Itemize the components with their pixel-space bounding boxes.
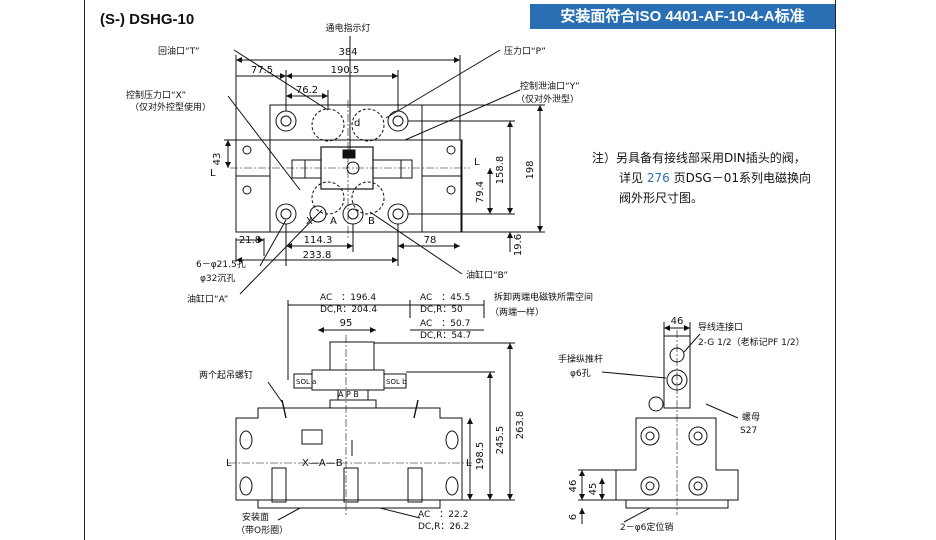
removal-space-note: （两端一样） (490, 306, 544, 318)
dowel-pins-label: 2－φ6定位销 (620, 521, 673, 533)
l-left-label: L (210, 168, 216, 179)
model-title: (S-) DSHG-10 (100, 11, 195, 28)
manual-label: 手操纵推杆 (558, 353, 603, 365)
pilot-x-label: 控制压力口“X” (126, 89, 186, 101)
holes-label: 6－φ21.5孔 (196, 259, 246, 270)
a-port-label: A (330, 216, 337, 227)
sol-b-coil (383, 373, 407, 389)
note-line-3: 阀外形尺寸图。 (619, 191, 704, 205)
dc-26-2: DC,R：26.2 (418, 522, 469, 532)
subplate-outline (269, 104, 423, 233)
sol-a-coil (293, 373, 313, 389)
bolt-hole (342, 203, 364, 225)
bolt-hole (387, 203, 409, 225)
port-a-label: 油缸口“A” (187, 293, 228, 305)
sol-b-label: SOL b (386, 378, 407, 386)
page-reference-link[interactable]: 276 (646, 171, 670, 185)
drain-y-note: （仅对外泄型） (516, 93, 579, 105)
note-line-1: 注）另具备有接线部采用DIN插头的阀， (592, 151, 806, 165)
dim-384: 384 (338, 47, 357, 58)
removal-space-label: 拆卸两端电磁铁所需空间 (494, 291, 593, 303)
dim-245-5: 245.5 (495, 426, 506, 455)
conduit-label: 导线连接口 (698, 321, 743, 333)
indicator-light (342, 149, 356, 159)
ac-22-2: AC ：22.2 (418, 510, 468, 520)
pilot-x-note: （仅对外控型使用） (130, 101, 211, 113)
x-a-b-label: X—A—B (302, 458, 343, 469)
dim-46-side: 46 (568, 480, 579, 493)
pressure-port-label: 压力口“P” (504, 45, 546, 57)
side-view-labels: 46 导线连接口 2-G 1/2（老标记PF 1/2） 手操纵推杆 φ6孔 螺母… (558, 316, 805, 533)
standard-banner: 安装面符合ISO 4401-AF-10-4-A标准 (530, 4, 835, 29)
port-t-circle (311, 108, 345, 142)
pilot-top-block (329, 341, 375, 371)
dim-45-side: 45 (588, 483, 599, 496)
return-port-label: 回油口“T” (158, 45, 200, 57)
dc-204-4: DC,R：204.4 (320, 305, 377, 315)
port-p-circle (351, 108, 385, 142)
dim-78: 78 (424, 235, 437, 246)
indicator-label: 通电指示灯 (325, 22, 370, 34)
dc-54-7: DC,R：54.7 (420, 331, 471, 341)
dc-50: DC,R：50 (420, 305, 463, 315)
page-frame (84, 0, 836, 540)
side-body-outline (615, 417, 739, 501)
port-b-label: 油缸口“B” (466, 269, 508, 281)
dim-77-5: 77.5 (251, 65, 273, 76)
sol-a-label: SOL a (296, 378, 316, 386)
port-b-circle (351, 181, 385, 215)
front-body-outline (235, 407, 463, 501)
nut-label: 螺母 (742, 412, 760, 423)
ac-196-4: AC ：196.4 (320, 293, 376, 303)
lift-screws-label: 两个起吊螺钉 (199, 370, 253, 381)
front-view-drawing (228, 300, 515, 521)
side-view-drawing (578, 322, 739, 524)
top-view-labels: 384 190.5 77.5 76.2 43 198 158.8 79.4 19… (126, 22, 580, 305)
dim-190-5: 190.5 (331, 65, 360, 76)
note-line-2: 详见 276 页DSG－01系列电磁换向 (592, 168, 811, 188)
lift-screw-left (281, 399, 287, 419)
top-view-drawing (224, 36, 545, 295)
ac-45-5: AC ：45.5 (420, 293, 470, 303)
dim-95: 95 (340, 318, 353, 329)
front-l-right: L (466, 458, 472, 469)
dim-43: 43 (212, 153, 223, 166)
oring-label: （带O形圈） (236, 524, 288, 536)
apb-label: A P B (338, 390, 359, 399)
note-line-2a: 详见 (619, 171, 644, 185)
bolt-hole (387, 110, 409, 132)
note-text: 注）另具备有接线部采用DIN插头的阀， 详见 276 页DSG－01系列电磁换向… (592, 148, 811, 208)
b-port-label: B (368, 216, 375, 227)
front-view-labels: AC ：196.4 DC,R：204.4 AC ：45.5 DC,R：50 95… (199, 291, 593, 536)
dim-21-8: 21.8 (239, 235, 261, 246)
ac-50-7: AC ：50.7 (420, 319, 470, 329)
dim-114-3: 114.3 (304, 235, 333, 246)
dim-6-side: 6 (568, 514, 579, 520)
nut-size-label: S27 (740, 426, 757, 436)
dim-158-8: 158.8 (495, 156, 506, 185)
dim-79-4: 79.4 (475, 181, 486, 203)
port-a-circle (311, 181, 345, 215)
dim-19-6: 19.6 (513, 234, 524, 256)
dim-263-8: 263.8 (515, 411, 526, 440)
manual-hole-label: φ6孔 (570, 368, 591, 379)
dim-76-2: 76.2 (296, 85, 318, 96)
dim-46-top: 46 (671, 316, 684, 327)
dim-233-8: 233.8 (303, 250, 332, 261)
conduit-spec: 2-G 1/2（老标记PF 1/2） (698, 336, 805, 348)
x-port-label: X (306, 216, 313, 227)
pilot-valve-body (311, 369, 385, 391)
front-l-left: L (226, 458, 232, 469)
counterbore-label: φ32沉孔 (200, 273, 235, 284)
l-right-label: L (474, 157, 480, 168)
d-label: d (354, 118, 360, 129)
dim-198-5: 198.5 (475, 442, 486, 471)
note-line-2b: 页DSG－01系列电磁换向 (673, 171, 812, 185)
drain-y-label: 控制泄油口“Y” (520, 80, 580, 92)
bolt-hole (275, 110, 297, 132)
dim-198: 198 (525, 160, 536, 179)
lift-screw-right (413, 399, 419, 419)
mount-face-label: 安装面 (242, 511, 269, 523)
